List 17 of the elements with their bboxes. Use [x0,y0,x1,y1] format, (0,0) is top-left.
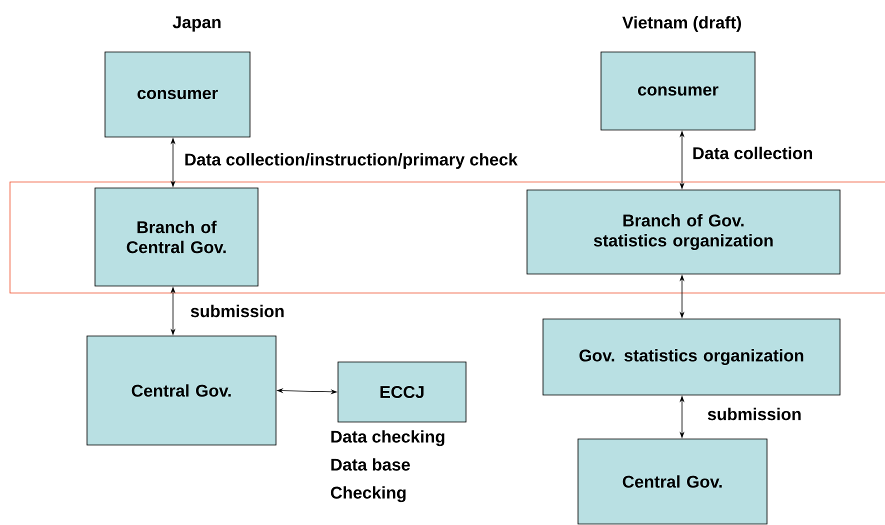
note-text: Data checking [331,430,444,446]
process-box: Branch of Central Gov. [94,188,258,286]
note-text: Checking [330,486,406,502]
process-box: ECCJ [338,362,466,422]
note-text: Data base [331,458,410,471]
column-title: Japan [172,16,221,32]
column-title: Vietnam (draft) [622,16,741,32]
process-box: consumer [104,52,250,138]
edge-label: submission [706,406,803,422]
edge-label: Data collection/instruction/primary check [183,152,519,170]
edge-label: submission [189,304,286,318]
process-box: Gov. statistics organization [542,318,840,396]
process-box: Branch of Gov. statistics organization [526,190,840,274]
process-box: Central Gov. [578,438,768,524]
edge-label: Data collection [691,146,814,160]
process-box: consumer [600,52,756,130]
process-box: Central Gov. [86,336,276,446]
